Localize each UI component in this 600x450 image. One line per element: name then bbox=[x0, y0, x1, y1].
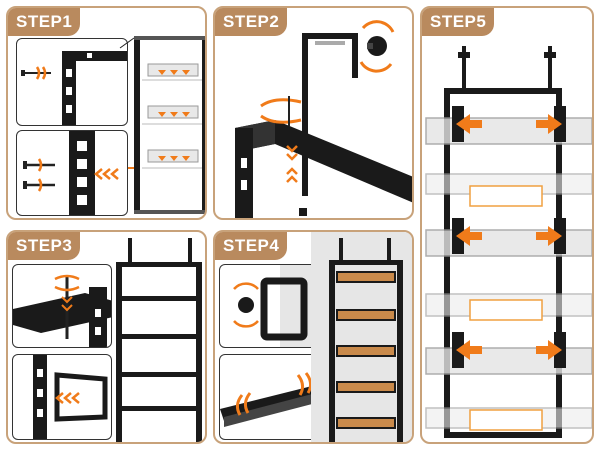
knob-icon bbox=[367, 36, 387, 56]
step4-panel: STEP4 bbox=[213, 230, 414, 444]
step2-label: STEP2 bbox=[215, 8, 287, 36]
step5-label: STEP5 bbox=[422, 8, 494, 36]
shelf-icon bbox=[142, 64, 202, 168]
step3-panel: STEP3 bbox=[6, 230, 207, 444]
step1-label: STEP1 bbox=[8, 8, 80, 36]
step4-rack-illustration bbox=[215, 232, 414, 444]
step4-label: STEP4 bbox=[215, 232, 287, 260]
step2-hook-illustration bbox=[215, 8, 414, 220]
shelf-icon bbox=[426, 118, 592, 428]
step3-ladder-illustration bbox=[8, 232, 207, 444]
step5-panel: STEP5 bbox=[420, 6, 594, 444]
step5-rack-illustration bbox=[422, 8, 594, 444]
step2-panel: STEP2 bbox=[213, 6, 414, 220]
step3-label: STEP3 bbox=[8, 232, 80, 260]
hook-icon bbox=[458, 46, 556, 90]
hook-icon bbox=[128, 238, 192, 264]
step1-frame-illustration bbox=[8, 8, 207, 220]
step1-panel: STEP1 bbox=[6, 6, 207, 220]
